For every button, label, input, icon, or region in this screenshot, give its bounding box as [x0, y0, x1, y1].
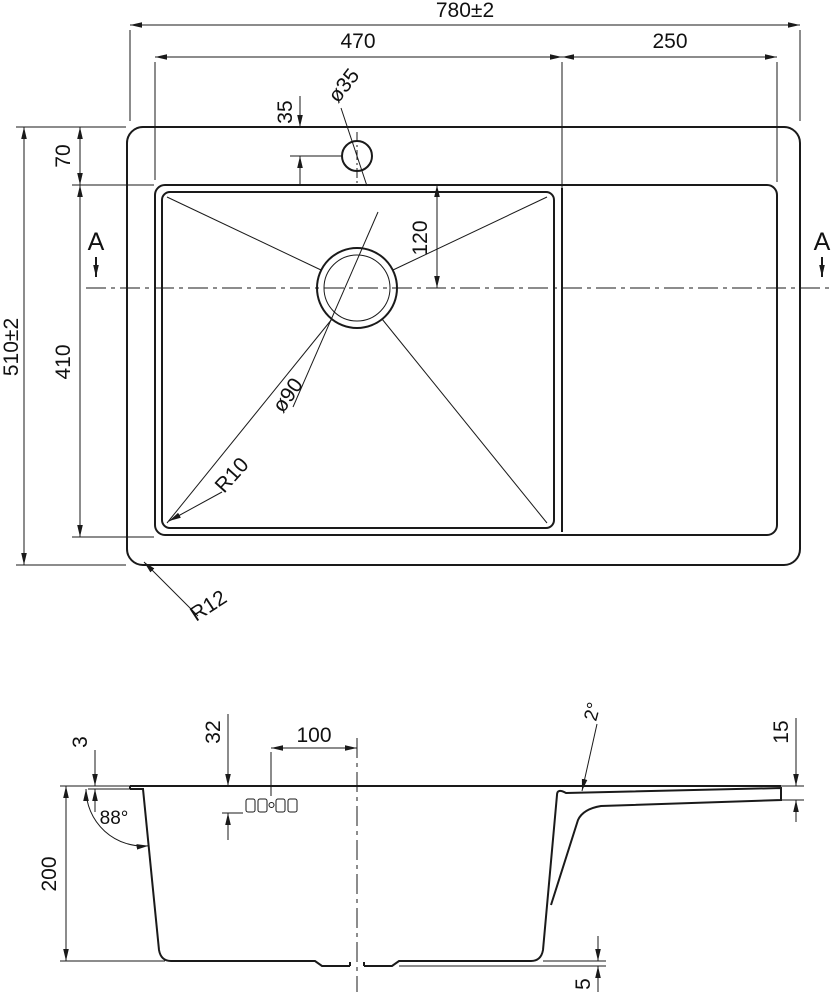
dim-bowl-depth: 200	[38, 856, 61, 891]
dim-overall-depth: 510±2	[0, 318, 23, 376]
dim-hole-to-center: 100	[296, 724, 331, 747]
bowl-left-profile	[130, 788, 350, 967]
dim-rim-to-bowl: 70	[52, 144, 75, 167]
section-view: 3 88° 200 32 100 2° 15 5	[38, 700, 804, 992]
dim-faucet-offset: 35	[274, 100, 297, 123]
dim-drain-dia: ø90	[268, 374, 308, 417]
dim-rim-thickness: 3	[69, 736, 92, 748]
dim-wall-angle: 88°	[100, 808, 129, 829]
dim-faucet-hole-dia: ø35	[324, 64, 364, 107]
drain-dia-leader	[292, 211, 379, 408]
section-extension-lines	[60, 752, 804, 967]
top-view-dimension-lines	[21, 22, 800, 617]
sink-outline	[126, 126, 801, 566]
section-marks: A A	[88, 228, 831, 277]
dim-edge-height: 15	[770, 720, 793, 743]
top-view-dimension-labels: 780±2 470 250 ø35 35 70 120 410 510±2 ø9…	[0, 0, 688, 626]
bowl-inner-outline	[161, 191, 555, 529]
dim-base-step: 5	[572, 978, 595, 990]
top-view: A A 780±2 470 250 ø35 35 70 120 410 510±…	[0, 0, 831, 626]
section-dimension-labels: 3 88° 200 32 100 2° 15 5	[38, 700, 793, 990]
faucet-leader	[340, 107, 368, 187]
r12-leader	[143, 561, 199, 617]
dim-drainboard-width: 250	[652, 30, 687, 53]
top-view-extension-lines	[16, 30, 801, 566]
dim-overall-width: 780±2	[436, 0, 494, 22]
recess-outline	[154, 184, 778, 536]
dim-board-slope: 2°	[581, 700, 606, 723]
r10-leader	[168, 491, 223, 522]
dim-bowl-to-center: 120	[409, 220, 432, 255]
dim-outer-corner-radius: R12	[186, 586, 231, 626]
slope-leader	[581, 723, 598, 792]
section-profile	[129, 738, 782, 992]
dim-hole-depth: 32	[202, 720, 225, 743]
dim-bowl-corner-radius: R10	[211, 453, 254, 497]
wall-angle-arc	[83, 788, 149, 850]
faucet-knockouts	[245, 798, 298, 813]
dim-bowl-length: 410	[52, 344, 75, 379]
section-label-right: A	[814, 228, 831, 256]
section-label-left: A	[88, 228, 105, 256]
bowl-right-profile	[364, 786, 782, 967]
top-view-outlines	[86, 107, 830, 566]
section-dimension-lines	[63, 714, 799, 992]
dim-bowl-width: 470	[340, 30, 375, 53]
